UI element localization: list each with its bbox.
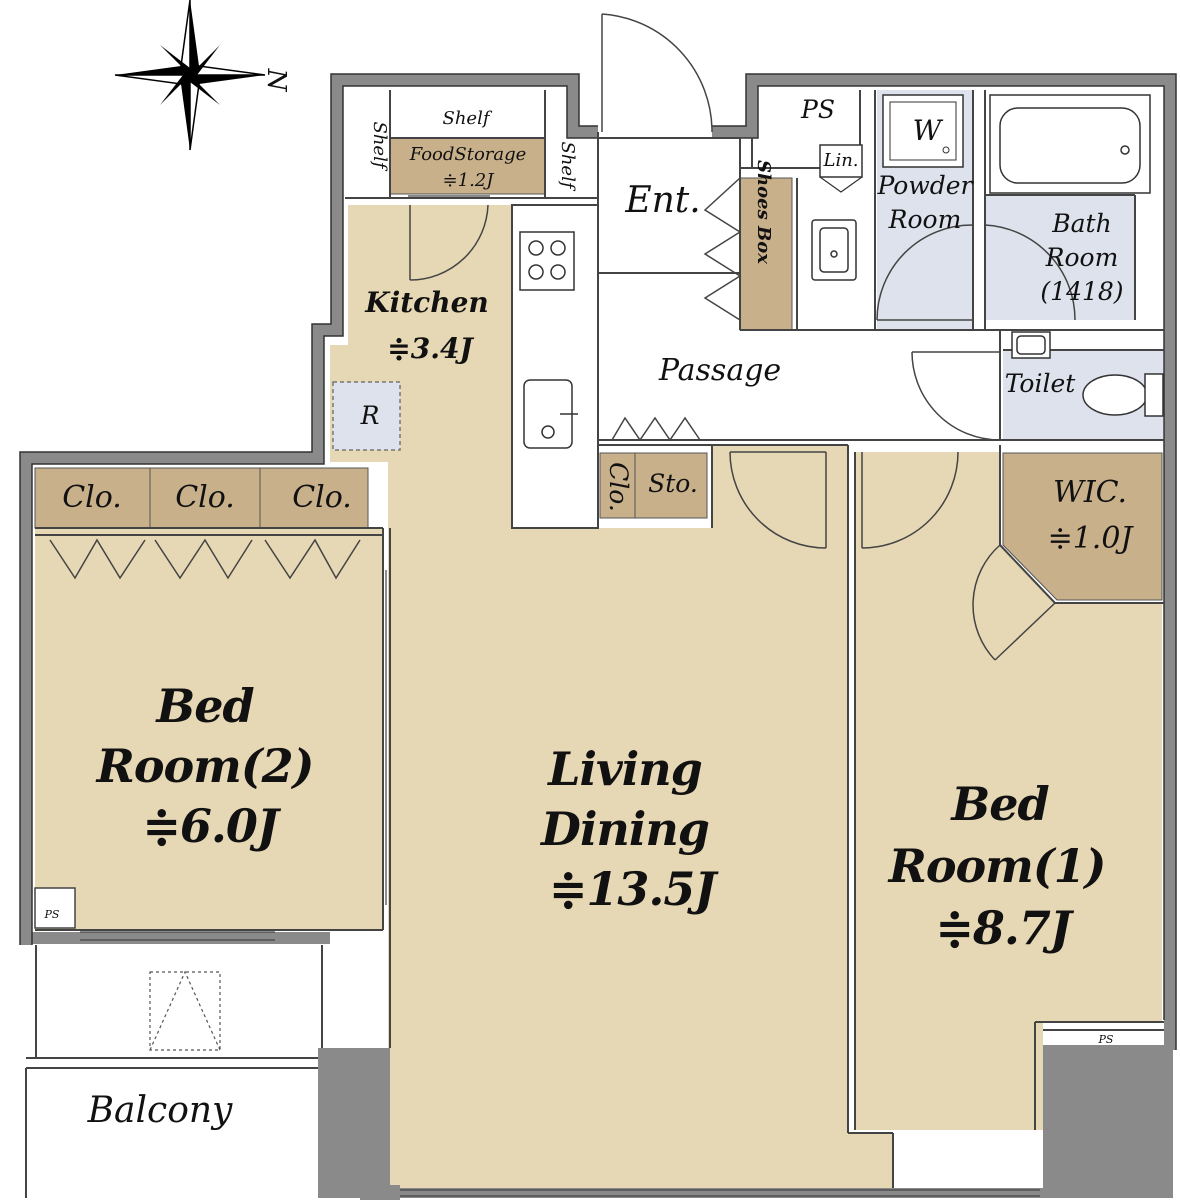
walk-in-closet bbox=[1002, 452, 1163, 601]
outer-walls bbox=[20, 74, 1176, 1050]
ps-right-label: PS bbox=[1098, 1033, 1114, 1046]
refrigerator-label: R bbox=[360, 401, 380, 430]
closet-small-label: Clo. bbox=[604, 462, 633, 512]
wall-bottom bbox=[390, 1188, 1043, 1198]
linen-arrow-icon bbox=[819, 176, 863, 193]
washer-label: W bbox=[913, 114, 944, 147]
stove-icon bbox=[519, 231, 575, 291]
washer-inner bbox=[889, 101, 957, 161]
bath-room-label-1: Bath bbox=[1051, 209, 1111, 238]
toilet-icon bbox=[1082, 373, 1164, 417]
passage-label: Passage bbox=[658, 353, 781, 388]
ps-left-label: PS bbox=[44, 908, 60, 921]
bedroom-1-floor bbox=[855, 452, 1162, 1130]
living-area: ≑13.5J bbox=[549, 862, 720, 916]
closet-1-label: Clo. bbox=[62, 480, 122, 515]
food-storage-label: FoodStorage bbox=[409, 144, 527, 165]
shelf-top-label: Shelf bbox=[443, 108, 493, 129]
compass-north-label: N bbox=[261, 68, 291, 93]
toilet-sink-icon bbox=[1011, 331, 1051, 359]
balcony-hatch bbox=[149, 971, 221, 1051]
shelf-left-label: Shelf bbox=[369, 122, 390, 172]
linen-box bbox=[819, 144, 863, 178]
powder-room-label-1: Powder bbox=[876, 171, 974, 200]
washer-icon bbox=[882, 94, 964, 168]
compass-icon bbox=[114, 0, 266, 151]
toilet-label: Toilet bbox=[1005, 369, 1077, 398]
kitchen-area: ≑3.4J bbox=[387, 332, 474, 365]
entrance-label: Ent. bbox=[624, 180, 700, 221]
closet-1 bbox=[34, 467, 151, 529]
doors bbox=[49, 13, 1076, 661]
ps-box-left bbox=[34, 887, 76, 929]
refrigerator-spot bbox=[332, 381, 401, 451]
storage-label: Sto. bbox=[648, 469, 698, 498]
closet-2 bbox=[149, 467, 261, 529]
bedroom-1-label-1: Bed bbox=[949, 777, 1049, 831]
linen-label: Lin. bbox=[822, 150, 858, 171]
wall-inner-lines bbox=[19, 73, 1177, 1050]
closet-3-label: Clo. bbox=[292, 480, 352, 515]
powder-room-label-2: Room bbox=[888, 205, 962, 234]
storage-sto bbox=[634, 452, 708, 519]
kitchen-label: Kitchen bbox=[364, 286, 488, 319]
windows bbox=[80, 195, 1040, 1197]
shoes-box-label: Shoes Box bbox=[753, 160, 774, 264]
column-left bbox=[318, 1048, 390, 1198]
bath-room-floor bbox=[985, 195, 1135, 320]
wic-label: WIC. bbox=[1053, 475, 1127, 510]
balcony-label: Balcony bbox=[87, 1090, 233, 1131]
living-label-1: Living bbox=[546, 742, 702, 796]
wic-area: ≑1.0J bbox=[1048, 521, 1135, 556]
living-label-2: Dining bbox=[539, 802, 709, 856]
food-storage-area: ≑1.2J bbox=[443, 170, 496, 191]
bedroom-2-area: ≑6.0J bbox=[142, 799, 282, 853]
bedroom-2-label-1: Bed bbox=[154, 679, 254, 733]
closet-small bbox=[599, 452, 636, 519]
bottom-notch-left bbox=[360, 1185, 400, 1200]
bedroom-2-label-2: Room(2) bbox=[95, 739, 314, 793]
shelf-right-label: Shelf bbox=[557, 142, 578, 192]
bedroom-2-floor bbox=[35, 528, 383, 930]
closet-2-label: Clo. bbox=[175, 480, 235, 515]
ps-top-label: PS bbox=[800, 95, 835, 124]
interior-walls bbox=[25, 90, 1164, 1198]
column-right bbox=[1043, 1045, 1173, 1198]
closet-3 bbox=[259, 467, 369, 529]
living-dining-floor bbox=[330, 205, 893, 1188]
bedroom-1-area: ≑8.7J bbox=[935, 901, 1075, 955]
washer-drain-icon bbox=[942, 146, 950, 154]
bathtub-icon bbox=[989, 94, 1151, 194]
kitchen-sink-icon bbox=[523, 379, 578, 449]
bath-room-label-2: Room bbox=[1045, 243, 1119, 272]
washbasin-icon bbox=[811, 219, 857, 281]
balcony-hatch-ladder bbox=[149, 970, 221, 1051]
bath-size-label: (1418) bbox=[1040, 277, 1123, 306]
bedroom-1-label-2: Room(1) bbox=[887, 839, 1106, 893]
